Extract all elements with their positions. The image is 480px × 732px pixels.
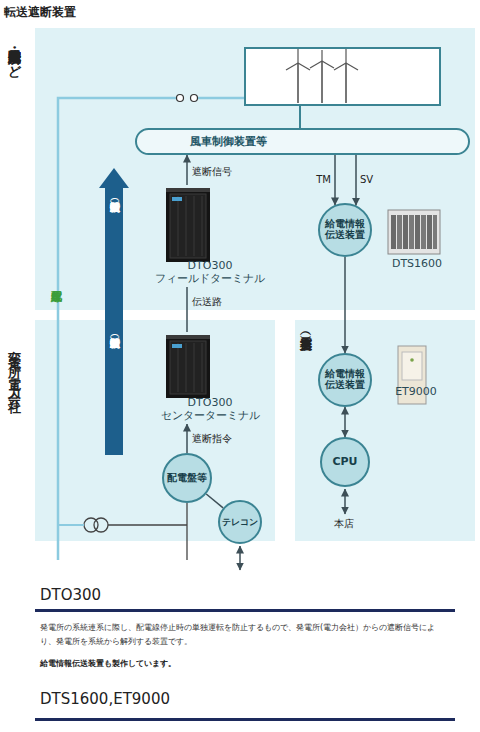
telecon-link — [239, 546, 241, 570]
heading-rule — [35, 609, 455, 612]
telecon-circle: テレコン — [218, 500, 262, 544]
page-title: 転送遮断装置 — [4, 4, 76, 21]
node-text: 風力発電所・太陽光発電所など — [8, 40, 21, 70]
site-band: 風力発電所・太陽光発電所など風車制御装置等DTO300 フィールドターミナル給電… — [35, 28, 475, 310]
note-text: 給電情報伝送装置も製作しています。 — [40, 659, 445, 669]
node-text: 配電盤等 — [165, 473, 209, 484]
description-text: 発電所の系統連系に際し、配電線停止時の単独運転を防止するもので、発電所(電力会社… — [40, 621, 445, 649]
node-text: 給電情報伝送装置 — [325, 219, 365, 241]
node-text: ET9000 — [380, 385, 452, 398]
control-pill: 風車制御装置等 — [135, 128, 470, 155]
terminal-device: DTO300 センターターミナル — [150, 332, 270, 424]
branch-band: 支店（電力会社）給電情報伝送装置ET9000CPU — [295, 320, 475, 541]
heading-rule — [35, 718, 455, 721]
node-text: DTS1600 — [382, 257, 452, 270]
connector-label: 遮断指令 — [192, 433, 232, 445]
node-text: 風車制御装置等 — [190, 135, 267, 148]
transmission-circle: 給電情報伝送装置 — [318, 353, 372, 407]
section-heading: DTO300 — [40, 586, 101, 604]
switchboard-circle: 配電盤等 — [162, 453, 212, 503]
cpu-circle: CPU — [320, 437, 370, 487]
node-text: テレコン — [220, 517, 260, 527]
substation-band: 変電所（電力会社）DTO300 センターターミナル配電盤等テレコン — [35, 320, 275, 541]
node-text: DTO300 フィールドターミナル — [150, 259, 270, 285]
office-label: 本店 — [334, 518, 354, 530]
node-text: DTO300 センターターミナル — [150, 396, 270, 422]
connector-label: 遮断信号 — [192, 166, 232, 178]
node-text: 給電情報伝送装置 — [325, 369, 365, 391]
section-heading: DTS1600,ET9000 — [40, 690, 170, 708]
device-photo: DTS1600 — [382, 205, 452, 269]
connector-label: TM — [316, 174, 331, 186]
terminal-device: DTO300 フィールドターミナル — [150, 185, 270, 287]
connector-label: 伝送路 — [192, 296, 222, 308]
connector-label: SV — [360, 174, 373, 186]
device-photo: ET9000 — [380, 345, 452, 407]
node-text: 変電所（電力会社） — [8, 340, 21, 403]
transmission-circle: 給電情報伝送装置 — [318, 203, 372, 257]
node-text: CPU — [325, 456, 365, 469]
